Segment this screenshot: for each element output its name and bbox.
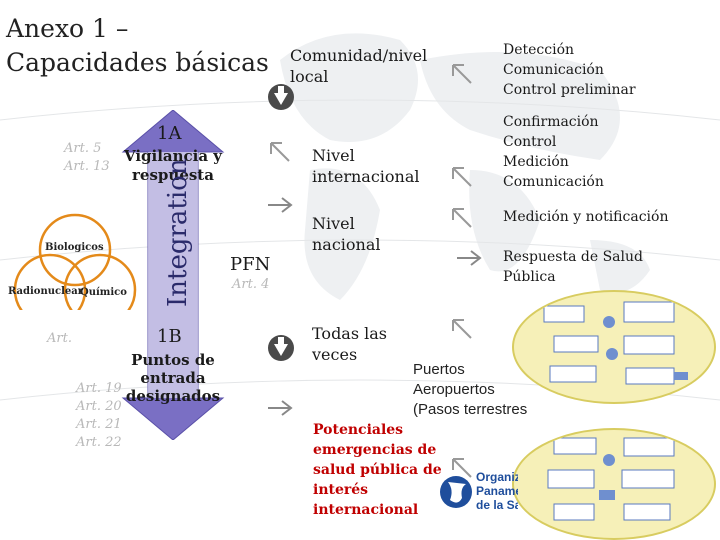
diagonal-arrow-icon (452, 64, 472, 84)
venn-circle-biological (38, 213, 112, 287)
diagonal-arrow-icon (452, 319, 472, 339)
globe-emblem-icon (440, 476, 472, 508)
article-ref-13: Art. 13 (64, 159, 110, 174)
diagonal-arrow-icon (452, 167, 472, 187)
level-national-line-1: Nivel (312, 214, 355, 233)
right-arrow-icon (268, 197, 293, 213)
point-land-crossings: (Pasos terrestres (413, 401, 528, 418)
potential-line-1: Potenciales (313, 422, 404, 438)
article-ref-19: Art. 19 (76, 381, 122, 396)
level-international-line-1: Nivel (312, 146, 355, 165)
right-arrow-icon (268, 400, 293, 416)
capacity-1b-code: 1B (157, 326, 182, 347)
potential-line-4: interés (313, 482, 369, 498)
flowchart-thumbnail-top (512, 290, 716, 404)
paho-logo-text: Organiz Panamer de la Sa (476, 470, 518, 512)
action-control: Control (503, 134, 557, 150)
diagonal-arrow-icon (452, 208, 472, 228)
actions-detection: Detección Comunicación Control prelimina… (503, 40, 636, 100)
point-ports: Puertos (413, 361, 465, 378)
diagonal-arrow-icon (452, 458, 472, 478)
integration-label: Integration (163, 158, 193, 307)
page-title-line-2: Capacidades básicas (6, 48, 269, 77)
capacity-1b-line-1: Puntos de (131, 351, 215, 369)
actions-confirmation: Confirmación Control Medición Comunicaci… (503, 112, 604, 192)
paho-logo: Organiz Panamer de la Sa (438, 468, 518, 518)
level-community-line-1: Comunidad/nivel (290, 46, 428, 65)
potential-line-2: emergencias de (313, 442, 437, 458)
level-community: Comunidad/nivel local (290, 45, 427, 87)
action-public-health-response: Respuesta de Salud Pública (503, 247, 643, 287)
point-airports: Aeropuertos (413, 381, 495, 398)
action-measurement: Medición (503, 154, 569, 170)
points-of-entry-list: Puertos Aeropuertos (Pasos terrestres (413, 360, 527, 420)
level-national: Nivel nacional (312, 213, 381, 255)
potential-emergencies-text: Potenciales emergencias de salud pública… (313, 420, 442, 520)
venn-circle-radionuclear (13, 253, 87, 310)
level-always: Todas las veces (312, 323, 387, 365)
capacity-1a-label: Vigilancia y respuesta (118, 147, 228, 185)
capacity-1a-code: 1A (157, 123, 182, 144)
level-always-line-1: Todas las (312, 324, 388, 343)
action-communication-2: Comunicación (503, 174, 604, 190)
article-ref-5: Art. 5 (64, 141, 102, 156)
page-title-line-1: Anexo 1 – (6, 14, 129, 43)
pfn-label: PFN (230, 254, 271, 275)
venn-label-biological: Biologicos (45, 242, 104, 253)
page-title: Anexo 1 – Capacidades básicas (6, 12, 269, 80)
paho-logo-line-2: Panamer (476, 484, 518, 498)
level-always-line-2: veces (312, 345, 358, 364)
level-community-line-2: local (290, 67, 329, 86)
article-ref-20: Art. 20 (76, 399, 122, 414)
article-ref-4: Art. 4 (232, 277, 270, 292)
action-response-line-2: Pública (503, 269, 556, 285)
article-ref-22: Art. 22 (76, 435, 122, 450)
action-confirmation: Confirmación (503, 114, 599, 130)
paho-logo-line-3: de la Sa (476, 498, 518, 512)
right-arrow-icon (457, 250, 482, 266)
venn-label-chemical: Químico (80, 287, 127, 298)
level-international: Nivel internacional (312, 145, 419, 187)
capacity-1a-line-2: respuesta (132, 166, 214, 184)
down-arrow-icon (268, 335, 294, 361)
paho-logo-line-1: Organiz (476, 470, 518, 484)
potential-line-5: internacional (313, 502, 419, 518)
capacity-1a-line-1: Vigilancia y (123, 147, 223, 165)
diagonal-arrow-icon (270, 142, 290, 162)
down-arrow-icon (268, 84, 294, 110)
venn-label-radionuclear: Radionuclear (8, 286, 84, 297)
action-communication: Comunicación (503, 62, 604, 78)
capacity-1b-label: Puntos de entrada designados (118, 351, 228, 405)
venn-circle-chemical (63, 253, 137, 310)
integration-double-arrow (121, 110, 225, 440)
potential-line-3: salud pública de (313, 462, 442, 478)
action-measure-notify: Medición y notificación (503, 209, 669, 225)
level-national-line-2: nacional (312, 235, 381, 254)
action-detection: Detección (503, 42, 575, 58)
action-response-line-1: Respuesta de Salud (503, 249, 643, 265)
capacity-1b-line-3: designados (125, 387, 221, 405)
action-preliminary-control: Control preliminar (503, 82, 636, 98)
article-ref-bottom: Art. (47, 331, 72, 346)
capacity-1b-line-2: entrada (140, 369, 206, 387)
flowchart-thumbnail-bottom (512, 428, 716, 540)
hazard-venn-diagram (13, 213, 137, 310)
level-international-line-2: internacional (312, 167, 420, 186)
article-ref-21: Art. 21 (76, 417, 122, 432)
